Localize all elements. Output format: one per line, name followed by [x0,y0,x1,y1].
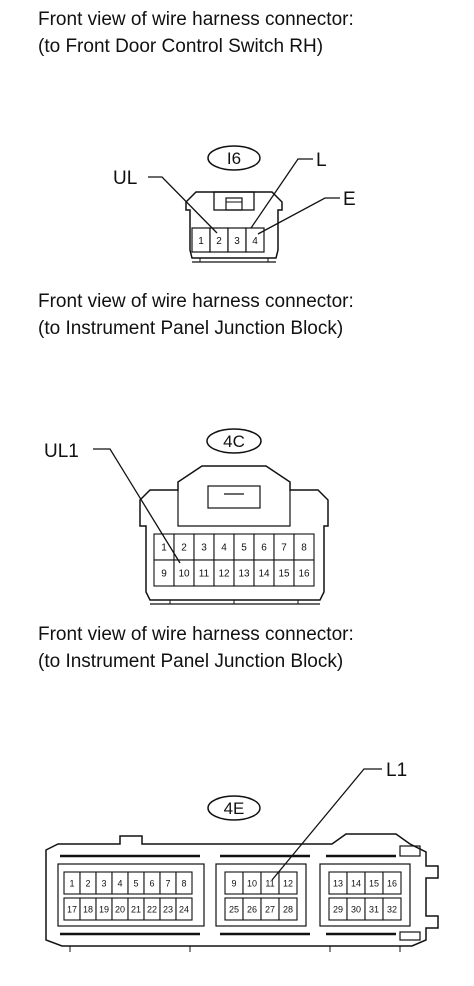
pin-number: 15 [369,879,379,889]
caption-junction-block-4c: Front view of wire harness connector: (t… [38,288,354,342]
caption-line-2: (to Instrument Panel Junction Block) [38,651,344,672]
pin-number: 23 [163,905,173,915]
pin-number: 2 [181,543,187,554]
pin-number: 18 [83,905,93,915]
callout-ul1: UL1 [44,441,79,462]
connector-housing [45,833,439,947]
pin-number: 4 [252,236,258,247]
pin-number: 1 [69,879,74,889]
pin-number: 2 [216,236,222,247]
callout-l1: L1 [386,760,407,781]
callout-line-e [257,197,340,235]
pin-number: 14 [351,879,361,889]
connector-housing [185,191,283,259]
pin-number: 20 [115,905,125,915]
pin-number: 21 [131,905,141,915]
pin-number: 7 [165,879,170,889]
pin-number: 25 [229,905,239,915]
caption-line-1: Front view of wire harness connector: [38,9,354,30]
pin-number: 13 [333,879,343,889]
pin-cavity [293,559,315,587]
pin-number: 13 [238,569,250,580]
pin-cavity [175,871,193,895]
pin-number: 22 [147,905,157,915]
connector-code-label: I6 [227,149,241,168]
pin-number: 27 [265,905,275,915]
connector-latch [207,485,261,509]
latch-tab [225,197,243,211]
pin-number: 6 [261,543,267,554]
pin-number: 26 [247,905,257,915]
pin-cavity [245,227,265,253]
pin-number: 12 [283,879,293,889]
pin-number: 10 [178,569,190,580]
pin-number: 2 [85,879,90,889]
connector-code-label: 4C [223,432,245,451]
pin-cavity [278,897,298,921]
pin-number: 5 [241,543,247,554]
pin-number: 11 [265,879,274,889]
pin-number: 1 [198,236,204,247]
pin-number: 30 [351,905,361,915]
callout-l: L [316,150,327,171]
caption-junction-block-4e: Front view of wire harness connector: (t… [38,621,354,675]
pin-number: 11 [199,569,210,580]
pin-number: 10 [247,879,257,889]
callout-ul: UL [113,168,137,189]
pin-cavity [175,897,193,921]
pin-cavities: 1 17 2 18 3 19 4 20 5 21 6 22 7 23 8 24 9 25 10 26 11 27 12 28 1… [63,871,402,921]
callout-line-l1 [271,768,382,881]
caption-line-2: (to Front Door Control Switch RH) [38,36,324,57]
pin-number: 19 [99,905,109,915]
pin-number: 14 [258,569,270,580]
pin-number: 3 [101,879,106,889]
caption-line-1: Front view of wire harness connector: [38,624,354,645]
pin-cavity [278,871,298,895]
pin-number: 7 [281,543,287,554]
pin-number: 32 [387,905,397,915]
pin-number: 8 [181,879,186,889]
pin-number: 4 [117,879,122,889]
connector-i6: I6 1 2 3 4 UL L E [113,145,356,263]
pin-number: 15 [278,569,290,580]
pin-number: 16 [298,569,310,580]
pin-cavity [382,897,402,921]
pin-number: 29 [333,905,343,915]
pin-number: 8 [301,543,307,554]
callout-line-l [250,158,313,229]
pin-cavity [382,871,402,895]
pin-number: 6 [149,879,154,889]
connector-code-oval [207,795,261,821]
callout-line-ul [148,176,218,234]
pin-number: 28 [283,905,293,915]
connector-4e: 4E 1 17 2 18 3 19 4 20 5 21 6 22 7 23 8 24 9 25 10 26 11 27 12… [45,760,439,952]
pin-number: 12 [218,569,230,580]
caption-line-2: (to Instrument Panel Junction Block) [38,318,344,339]
caption-front-door-switch: Front view of wire harness connector: (t… [38,6,354,60]
pin-number: 9 [161,569,167,580]
connector-latch [213,191,255,211]
pin-number: 3 [234,236,240,247]
connector-code-label: 4E [224,799,245,818]
pin-number: 1 [161,543,167,554]
pin-cavities: 1 2 3 4 [191,227,265,253]
pin-number: 9 [231,879,236,889]
connector-code-oval [207,145,261,171]
callout-line-ul1 [93,448,181,564]
pin-number: 16 [387,879,397,889]
caption-line-1: Front view of wire harness connector: [38,291,354,312]
connector-code-oval [206,428,262,454]
pin-number: 3 [201,543,207,554]
pin-number: 24 [179,905,189,915]
pin-number: 31 [369,905,379,915]
pin-number: 17 [67,905,77,915]
callout-e: E [343,189,356,210]
pin-number: 4 [221,543,227,554]
pin-number: 5 [133,879,138,889]
